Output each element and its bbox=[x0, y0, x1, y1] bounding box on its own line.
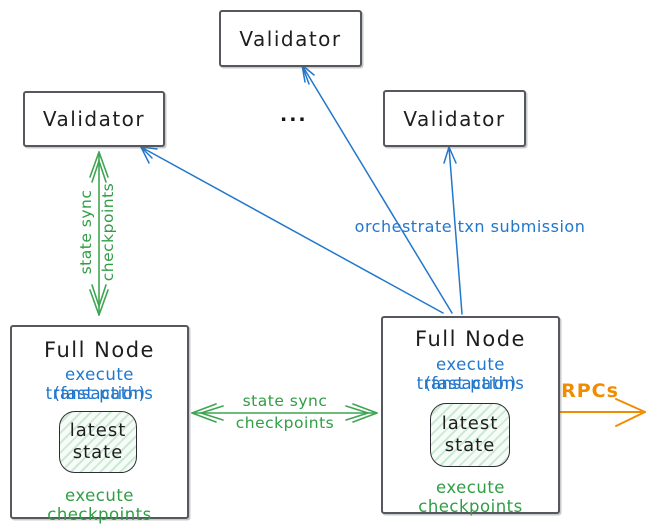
validators-ellipsis: ... bbox=[280, 104, 308, 126]
full-node-right-exec-checkpoints: execute checkpoints bbox=[418, 478, 523, 516]
arrow-to-left-validator bbox=[140, 146, 444, 314]
full-node-box-right: Full Node execute transactions (fast pat… bbox=[381, 316, 560, 516]
validator-right-label: Validator bbox=[403, 106, 506, 131]
latest-state-box-right: latest state bbox=[430, 403, 510, 467]
validator-top-label: Validator bbox=[239, 26, 342, 51]
full-node-right-fast-path: (fast path) bbox=[424, 374, 517, 393]
orchestrate-label: orchestrate txn submission bbox=[354, 217, 586, 236]
vertical-arrow-label-line2: checkpoints bbox=[99, 182, 117, 282]
rpcs-label: RPCs bbox=[561, 380, 619, 402]
validator-box-right: Validator bbox=[383, 90, 526, 147]
validator-left-label: Validator bbox=[42, 107, 146, 131]
latest-state-box-left: latest state bbox=[59, 411, 137, 473]
state-sync-horizontal-arrow bbox=[191, 403, 378, 423]
full-node-right-title: Full Node bbox=[415, 327, 526, 351]
horizontal-arrow-label-line2: checkpoints bbox=[235, 414, 335, 432]
validator-box-left: Validator bbox=[23, 91, 165, 147]
full-node-left-title: Full Node bbox=[44, 338, 155, 362]
full-node-left-exec-checkpoints: execute checkpoints bbox=[47, 486, 152, 524]
latest-state-right-line1: latest bbox=[441, 413, 499, 435]
full-node-right-exec-transactions: execute transactions bbox=[416, 355, 525, 393]
vertical-arrow-label-line1: state sync bbox=[77, 189, 95, 275]
full-node-left-fast-path: (fast path) bbox=[53, 384, 146, 403]
validator-box-top: Validator bbox=[219, 10, 362, 67]
full-node-box-left: Full Node execute transactions (fast pat… bbox=[10, 325, 189, 524]
latest-state-right-line2: state bbox=[444, 435, 496, 456]
latest-state-left-line2: state bbox=[72, 442, 124, 463]
full-node-left-exec-transactions: execute transactions bbox=[45, 365, 154, 403]
arrow-to-right-validator bbox=[443, 146, 463, 315]
latest-state-left-line1: latest bbox=[69, 420, 127, 442]
rpcs-arrow bbox=[555, 398, 646, 427]
horizontal-arrow-label-line1: state sync bbox=[242, 392, 328, 410]
state-sync-vertical-arrow bbox=[89, 151, 109, 316]
